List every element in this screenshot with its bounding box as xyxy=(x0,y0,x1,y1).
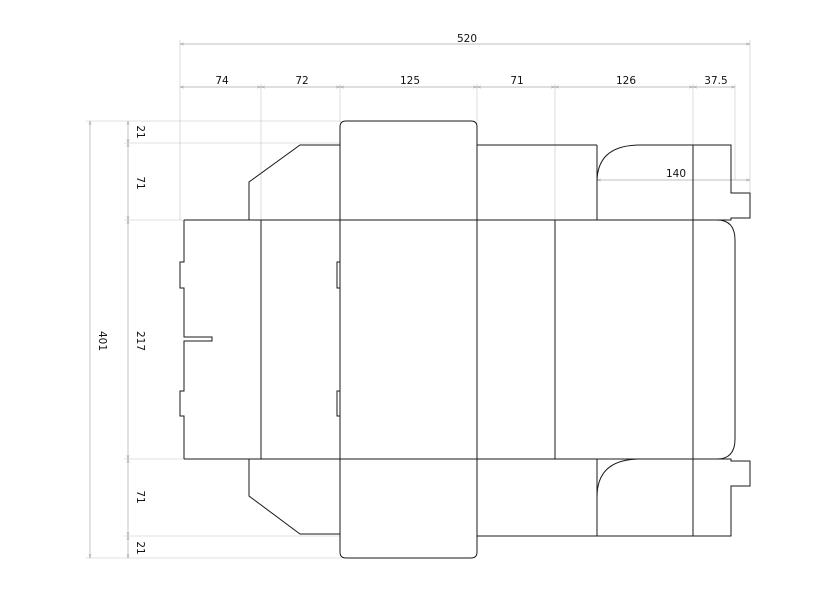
bottom-dust-flap xyxy=(248,459,340,535)
dieline xyxy=(179,120,751,559)
glue-flap-left xyxy=(179,220,213,459)
dim-label-125: 125 xyxy=(400,75,420,87)
dim-label-37-5: 37.5 xyxy=(704,75,727,87)
main-panel-band xyxy=(184,143,694,536)
top-dust-flap xyxy=(248,144,340,220)
dim-label-total-height: 401 xyxy=(96,331,108,351)
top-right-flap xyxy=(596,144,751,221)
right-closure-panel xyxy=(693,219,736,460)
dim-label-71: 71 xyxy=(510,75,523,87)
dim-label-21-top: 21 xyxy=(134,125,146,138)
dim-label-217: 217 xyxy=(134,331,146,351)
dim-label-71-bottom: 71 xyxy=(134,490,146,503)
dimension-lines xyxy=(90,44,750,558)
dim-label-140: 140 xyxy=(666,168,686,180)
bottom-tuck-flap xyxy=(339,536,478,559)
dim-label-total-width: 520 xyxy=(457,33,477,45)
dim-label-21-bottom: 21 xyxy=(134,541,146,554)
dimension-labels: 520 74 72 125 71 126 37.5 140 401 21 71 … xyxy=(96,33,728,555)
dim-label-72: 72 xyxy=(295,75,308,87)
dim-label-71-top: 71 xyxy=(134,176,146,189)
dim-label-74: 74 xyxy=(215,75,229,87)
top-tuck-flap xyxy=(339,120,478,143)
fold-notches xyxy=(336,261,340,417)
bottom-right-flap xyxy=(596,458,751,537)
extension-lines xyxy=(86,40,751,559)
dim-label-126: 126 xyxy=(616,75,636,87)
